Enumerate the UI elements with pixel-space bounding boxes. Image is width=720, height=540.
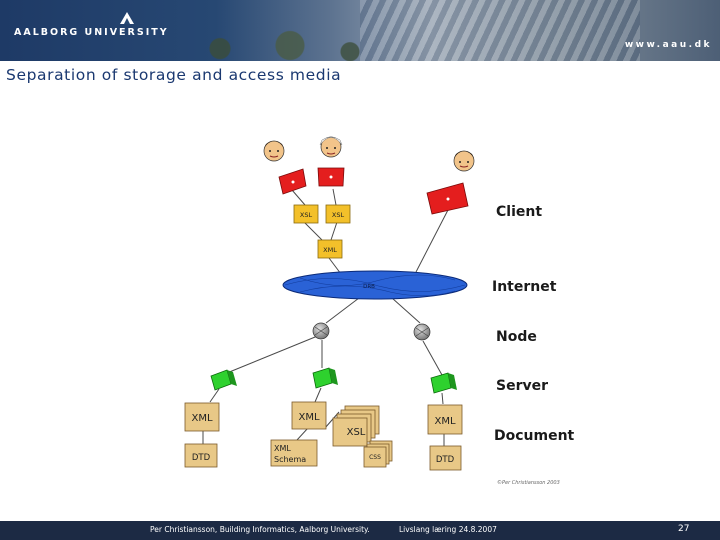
user-icon (319, 136, 343, 158)
level-label-internet: Internet (492, 279, 557, 295)
svg-text:Schema: Schema (274, 455, 306, 464)
level-label-document: Document (494, 428, 575, 444)
slide-title: Separation of storage and access media (6, 66, 342, 84)
svg-text:XML: XML (274, 444, 291, 453)
svg-text:XSL: XSL (332, 211, 345, 219)
footer-date: Livslang læring 24.8.2007 (399, 525, 497, 534)
university-url: www.aau.dk (624, 40, 712, 50)
xml-document-middle: XML (291, 401, 327, 430)
client-browser-icon (317, 167, 345, 187)
level-label-server: Server (496, 378, 548, 394)
dtd-document-left: DTD (184, 443, 218, 468)
diagram-copyright: ©Per Christiansson 2003 (497, 479, 560, 486)
user-icon (263, 140, 285, 162)
svg-text:DRB: DRB (363, 284, 375, 290)
svg-text:XSL: XSL (347, 427, 366, 438)
client-browser-icon (426, 182, 469, 215)
footer-bar: Per Christiansson, Building Informatics,… (0, 521, 720, 540)
level-label-client: Client (496, 204, 542, 220)
server-icon (312, 367, 338, 389)
building-photo (360, 0, 640, 61)
header-banner: AALBORG UNIVERSITY www.aau.dk (0, 0, 720, 61)
dtd-document-right: DTD (429, 445, 462, 471)
xsl-file-left: XSL (293, 204, 319, 224)
svg-text:CSS: CSS (369, 454, 381, 461)
architecture-diagram: XSL XSL XML DRB XML (184, 136, 575, 486)
connection-lines (202, 188, 450, 446)
network-node-icon (413, 323, 431, 341)
university-logo (120, 12, 134, 24)
svg-text:XML: XML (191, 413, 212, 424)
xml-document-right: XML (427, 404, 463, 435)
xsl-document-stack: XSL (332, 405, 380, 447)
trees-photo (180, 30, 380, 61)
svg-text:DTD: DTD (192, 453, 211, 463)
xml-document-left: XML (184, 402, 220, 432)
svg-text:XML: XML (323, 246, 337, 254)
xml-file-client: XML (317, 239, 343, 259)
svg-text:XSL: XSL (300, 211, 313, 219)
xsl-file-right: XSL (325, 204, 351, 224)
footer-author: Per Christiansson, Building Informatics,… (150, 525, 370, 534)
svg-text:DTD: DTD (436, 455, 455, 465)
user-icon (453, 150, 475, 172)
xml-schema-document: XML Schema (270, 439, 318, 467)
level-label-node: Node (496, 329, 537, 345)
network-node-icon (312, 322, 330, 340)
svg-text:XML: XML (434, 416, 455, 427)
client-browser-icon (278, 168, 307, 195)
internet-ellipse: DRB (282, 270, 468, 300)
svg-text:XML: XML (298, 412, 319, 423)
server-icon (430, 372, 457, 394)
css-document-stack: CSS (363, 440, 393, 468)
page-number: 27 (678, 524, 690, 534)
university-name: AALBORG UNIVERSITY (14, 27, 169, 38)
server-icon (210, 369, 237, 391)
